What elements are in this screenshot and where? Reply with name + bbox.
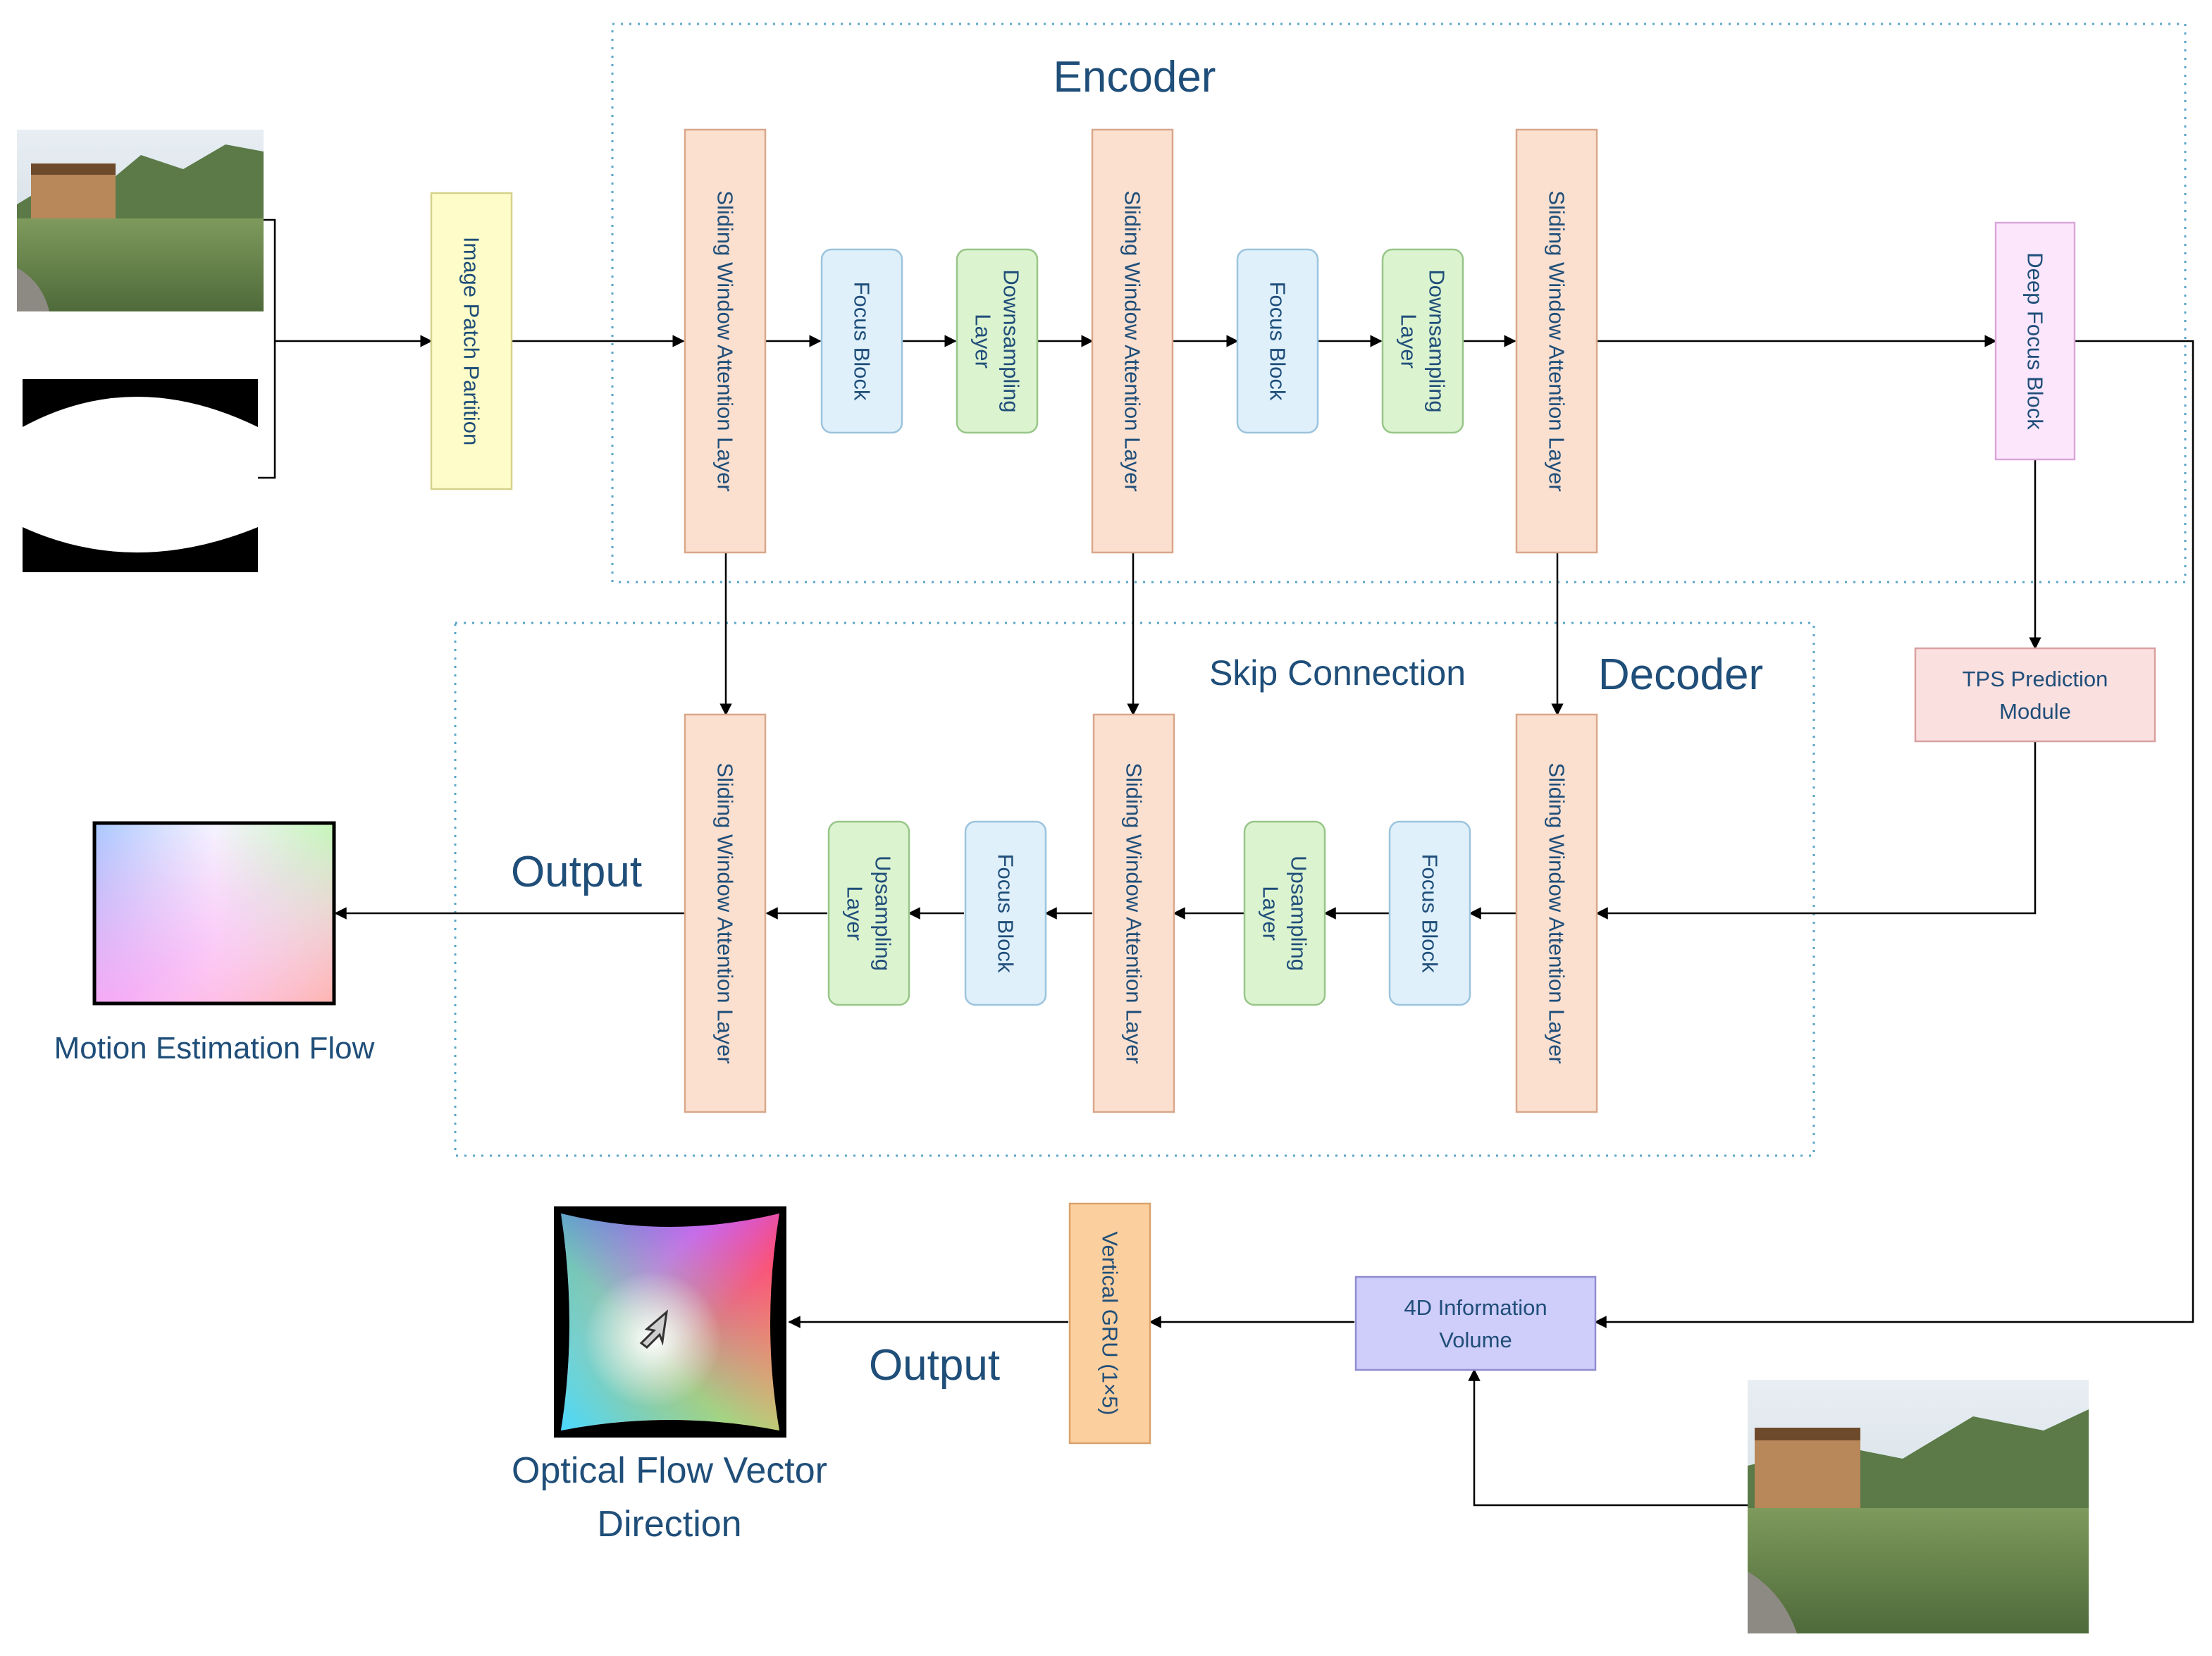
output-label-decoder: Output (511, 848, 642, 896)
encoder-title: Encoder (1054, 53, 1216, 101)
motion-estimation-flow-caption: Motion Estimation Flow (54, 1031, 375, 1065)
svg-text:Layer: Layer (971, 314, 996, 369)
input-image-2 (1748, 1380, 2089, 1633)
svg-text:Sliding Window Attention Layer: Sliding Window Attention Layer (713, 762, 738, 1063)
decoder-group-border (454, 622, 1815, 1157)
encoder-downsampling-layer-2: Downsampling Layer (1381, 248, 1464, 434)
decoder-title: Decoder (1598, 650, 1763, 699)
input-mask (23, 379, 258, 572)
svg-text:Focus Block: Focus Block (1266, 282, 1290, 401)
svg-text:Deep Focus Block: Deep Focus Block (2023, 252, 2048, 430)
optical-flow-vector-image (554, 1206, 786, 1438)
svg-text:Module: Module (1999, 699, 2071, 724)
deep-focus-block: Deep Focus Block (1994, 221, 2076, 461)
svg-text:Vertical GRU (1×5): Vertical GRU (1×5) (1098, 1231, 1123, 1415)
tps-prediction-module: TPS Prediction Module (1914, 647, 2156, 743)
svg-text:TPS Prediction: TPS Prediction (1963, 667, 2108, 691)
svg-text:Sliding Window Attention Layer: Sliding Window Attention Layer (1122, 762, 1147, 1063)
encoder-swa-layer-3: Sliding Window Attention Layer (1515, 128, 1598, 554)
svg-text:Sliding Window Attention Layer: Sliding Window Attention Layer (1545, 190, 1569, 491)
svg-text:Focus Block: Focus Block (1418, 854, 1442, 973)
decoder-swa-layer-3: Sliding Window Attention Layer (1515, 713, 1598, 1113)
svg-text:4D Information: 4D Information (1404, 1295, 1547, 1320)
svg-text:Sliding Window Attention Layer: Sliding Window Attention Layer (1545, 762, 1569, 1063)
input-image-1 (17, 130, 264, 311)
svg-text:Upsampling: Upsampling (871, 855, 896, 971)
output-label-flow: Output (869, 1341, 1000, 1390)
optical-flow-caption-line1: Optical Flow Vector (512, 1450, 827, 1491)
svg-text:Layer: Layer (1259, 886, 1283, 941)
svg-text:Focus Block: Focus Block (850, 282, 875, 401)
encoder-swa-layer-1: Sliding Window Attention Layer (684, 128, 767, 554)
svg-text:Image Patch Partition: Image Patch Partition (459, 237, 484, 445)
decoder-focus-block-1: Focus Block (1388, 820, 1471, 1006)
vertical-gru-block: Vertical GRU (1×5) (1068, 1202, 1151, 1445)
decoder-swa-layer-1: Sliding Window Attention Layer (684, 713, 767, 1113)
decoder-upsampling-layer-1: Upsampling Layer (1243, 820, 1326, 1006)
encoder-focus-block-1: Focus Block (820, 248, 903, 434)
decoder-swa-layer-2: Sliding Window Attention Layer (1092, 713, 1175, 1113)
flow-direction-arrow-icon (639, 1309, 669, 1349)
svg-text:Downsampling: Downsampling (999, 269, 1024, 412)
optical-flow-caption-line2: Direction (597, 1504, 741, 1545)
encoder-focus-block-2: Focus Block (1236, 248, 1319, 434)
encoder-downsampling-layer-1: Downsampling Layer (956, 248, 1039, 434)
svg-text:Focus Block: Focus Block (994, 854, 1018, 973)
info-volume-block: 4D Information Volume (1354, 1275, 1597, 1371)
svg-text:Upsampling: Upsampling (1287, 855, 1311, 971)
motion-estimation-flow-image (92, 821, 336, 1006)
svg-text:Sliding Window Attention Layer: Sliding Window Attention Layer (1120, 190, 1145, 491)
image-patch-partition-block: Image Patch Partition (430, 192, 513, 490)
encoder-group-border (611, 23, 2187, 583)
svg-text:Sliding Window Attention Layer: Sliding Window Attention Layer (713, 190, 738, 491)
svg-text:Downsampling: Downsampling (1425, 269, 1450, 412)
svg-text:Volume: Volume (1439, 1328, 1512, 1352)
encoder-swa-layer-2: Sliding Window Attention Layer (1091, 128, 1174, 554)
skip-connection-label: Skip Connection (1209, 653, 1466, 693)
decoder-focus-block-2: Focus Block (964, 820, 1047, 1006)
decoder-upsampling-layer-2: Upsampling Layer (827, 820, 910, 1006)
svg-text:Layer: Layer (1397, 314, 1421, 369)
svg-text:Layer: Layer (843, 886, 867, 941)
